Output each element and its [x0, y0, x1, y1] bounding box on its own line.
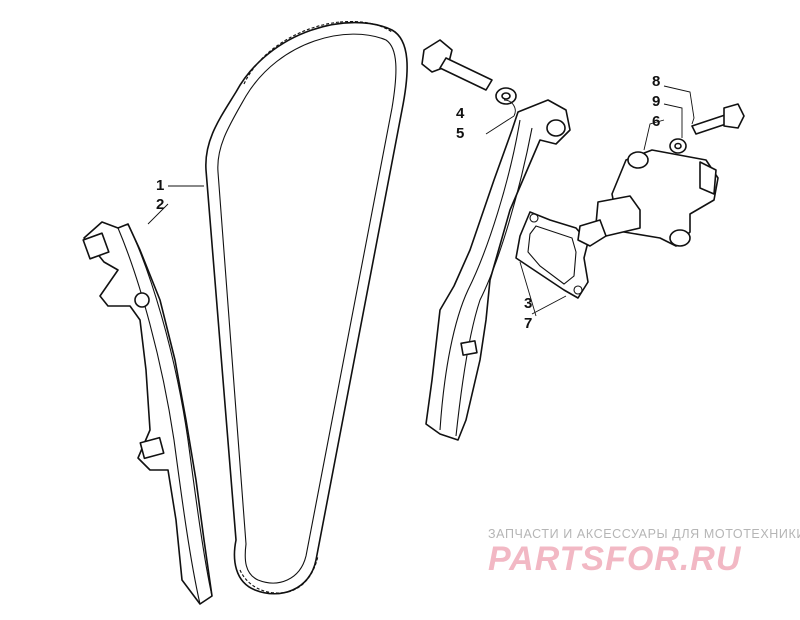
callout-2: 2 [156, 196, 164, 213]
callout-1: 1 [156, 177, 164, 194]
leader-lines [147, 85, 695, 317]
pivot-bolt [421, 39, 517, 105]
callout-9: 9 [652, 93, 660, 110]
watermark-tagline: ЗАПЧАСТИ И АКСЕССУАРЫ ДЛЯ МОТОТЕХНИКИ [488, 527, 800, 541]
callout-6: 6 [652, 113, 660, 130]
callout-5: 5 [456, 125, 464, 142]
tensioner-blade [425, 99, 571, 441]
chain-links-bottom [239, 555, 319, 594]
watermark-logo: PARTSFOR.RU [488, 540, 742, 578]
tensioner-bolt [669, 103, 745, 154]
cam-chain [205, 20, 408, 595]
callout-8: 8 [652, 73, 660, 90]
tensioner-gasket [515, 211, 589, 299]
chain-links-top [243, 20, 393, 85]
chain-guide-left [82, 221, 213, 605]
callout-labels: 1 2 3 7 4 5 8 9 6 [156, 73, 660, 332]
callout-7: 7 [524, 315, 532, 332]
callout-4: 4 [456, 105, 465, 122]
chain-tensioner [577, 149, 719, 247]
callout-3: 3 [524, 295, 532, 312]
